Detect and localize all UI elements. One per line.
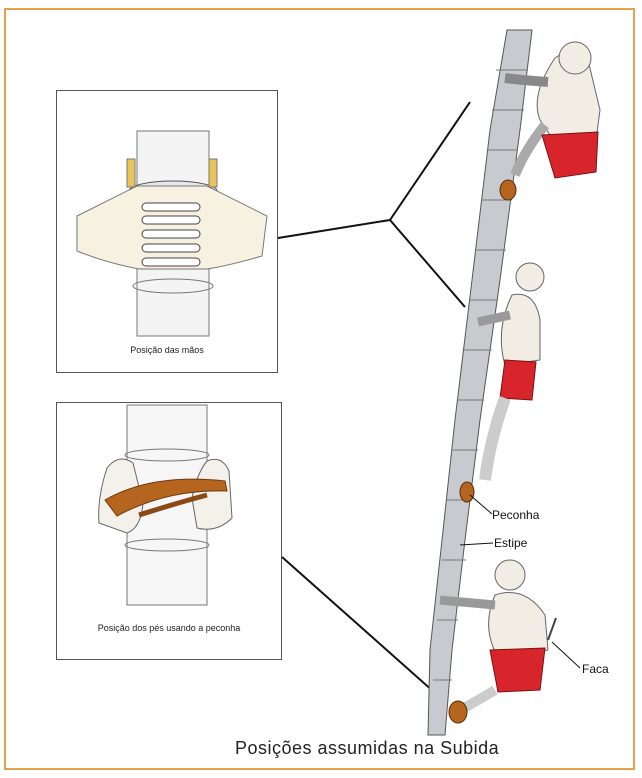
knife-icon: [548, 618, 556, 640]
faca-label: Faca: [582, 662, 609, 676]
peconha-label: Peconha: [492, 508, 539, 522]
figure-title: Posições assumidas na Subida: [235, 738, 499, 759]
estipe-label: Estipe: [494, 536, 527, 550]
